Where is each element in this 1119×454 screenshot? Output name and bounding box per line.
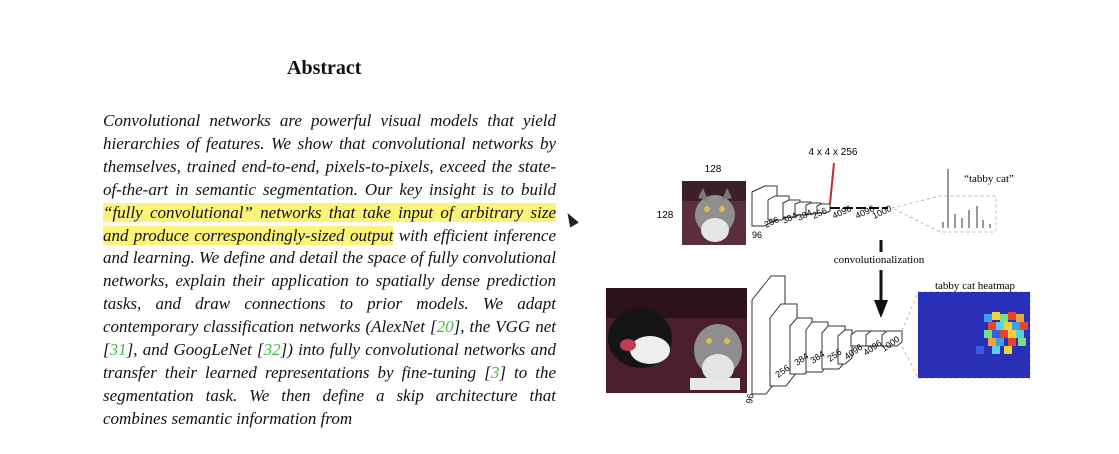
input-width-label: 128 (705, 164, 722, 175)
cat-dog-image (606, 288, 747, 393)
class-label: “tabby cat” (964, 173, 1014, 185)
citation-link-alexnet[interactable]: 20 (436, 317, 454, 337)
abstract-text-part: ]) into fully convolutional networks and… (103, 340, 556, 382)
fcn-figure: 128 128 4 x 4 x 256 96 256 384 384 256 4… (606, 147, 1031, 405)
feature-pointer-line (829, 162, 835, 205)
citation-link-vgg[interactable]: 31 (109, 340, 127, 360)
down-arrow-icon (874, 300, 888, 318)
abstract-text-part: with efficient inference and learning. W… (103, 225, 557, 337)
class-score-bars (942, 169, 991, 228)
cat-image-small (682, 181, 746, 245)
top-channel-1000: 1000 (871, 203, 893, 221)
citation-link-googlenet[interactable]: 32 (263, 340, 281, 360)
input-height-label: 128 (657, 210, 674, 221)
mouse-cursor-icon (563, 210, 579, 228)
bottom-conv-layers (751, 275, 903, 395)
bottom-channel-96: 96 (744, 393, 756, 405)
heatmap-label: tabby cat heatmap (935, 280, 1016, 292)
conversion-label: convolutionalization (834, 254, 925, 266)
heatmap-image (918, 292, 1030, 378)
abstract-text: Convolutional networks are powerful visu… (103, 110, 556, 431)
abstract-text-part: Convolutional networks are powerful visu… (103, 111, 556, 199)
abstract-text-part: ] to the segmentation task. We then defi… (103, 362, 556, 428)
top-conv-layers (751, 185, 831, 227)
top-channel-4096a: 4096 (831, 203, 853, 221)
section-title: Abstract (287, 57, 362, 79)
output-projection (890, 195, 997, 233)
abstract-text-part: ], and GoogLeNet [ (126, 340, 264, 360)
citation-link-finetune[interactable]: 3 (490, 362, 500, 382)
top-channel-96: 96 (752, 230, 762, 240)
abstract-text-part: ], the VGG net [ (103, 317, 557, 360)
feature-dims-label: 4 x 4 x 256 (809, 147, 858, 158)
